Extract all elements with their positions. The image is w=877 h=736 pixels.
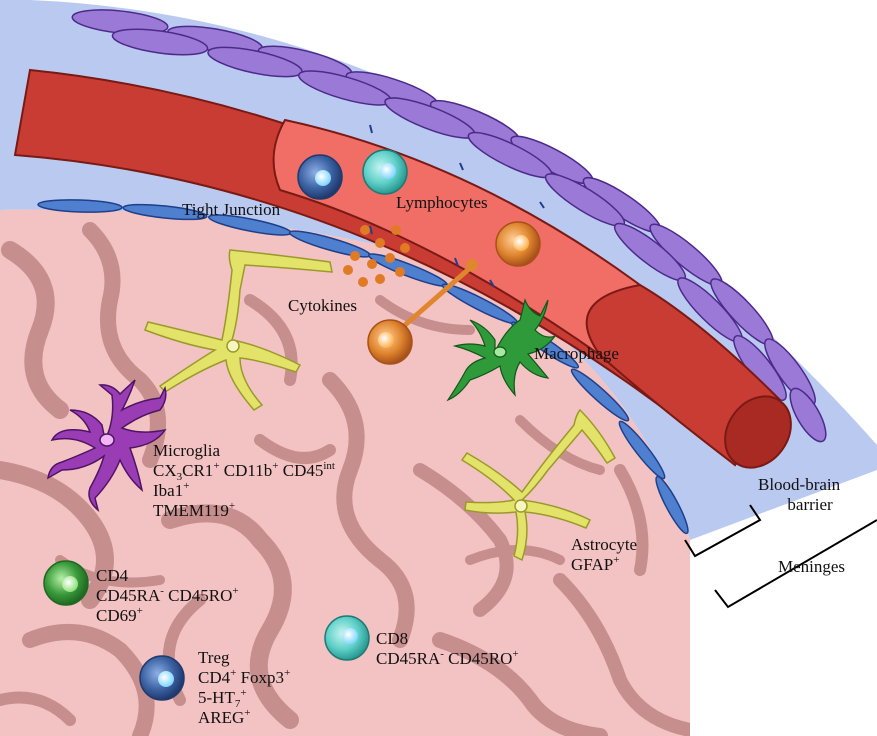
tight-junction-label: Tight Junction: [182, 200, 280, 220]
lymphocytes-label: Lymphocytes: [396, 193, 488, 213]
astrocyte-marker-1: GFAP+: [571, 555, 637, 575]
microglia-title: Microglia: [153, 441, 335, 461]
treg-cell-icon: [140, 656, 184, 700]
treg-label: Treg CD4+ Foxp3+ 5-HT7+ AREG+: [198, 648, 290, 728]
microglia-marker-2: Iba1+: [153, 481, 335, 501]
treg-marker-2: 5-HT7+: [198, 688, 290, 708]
cd8-cell-icon: [325, 616, 369, 660]
astrocyte-title: Astrocyte: [571, 535, 637, 555]
cd4-marker-1: CD45RA- CD45RO+: [96, 586, 239, 606]
microglia-marker-1: CX3CR1+ CD11b+ CD45int: [153, 461, 335, 481]
microglia-marker-3: TMEM119+: [153, 501, 335, 521]
treg-marker-1: CD4+ Foxp3+: [198, 668, 290, 688]
astrocyte-label: Astrocyte GFAP+: [571, 535, 637, 575]
treg-marker-3: AREG+: [198, 708, 290, 728]
lymphocyte-icon: [363, 150, 407, 194]
cd4-label: CD4 CD45RA- CD45RO+ CD69+: [96, 566, 239, 626]
cd8-label: CD8 CD45RA- CD45RO+: [376, 629, 519, 669]
cd4-title: CD4: [96, 566, 239, 586]
cd4-marker-2: CD69+: [96, 606, 239, 626]
cd8-marker-1: CD45RA- CD45RO+: [376, 649, 519, 669]
microglia-label: Microglia CX3CR1+ CD11b+ CD45int Iba1+ T…: [153, 441, 335, 521]
cd4-cell-icon: [44, 561, 88, 605]
lymphocyte-icon: [496, 222, 540, 266]
lymphocyte-icon: [298, 155, 342, 199]
cytokines-label: Cytokines: [288, 296, 357, 316]
treg-title: Treg: [198, 648, 290, 668]
bbb-label: Blood-brain barrier: [758, 475, 840, 515]
bbb-label-line1: Blood-brain: [758, 475, 840, 495]
macrophage-label: Macrophage: [534, 344, 619, 364]
cd8-title: CD8: [376, 629, 519, 649]
meninges-label: Meninges: [778, 557, 845, 577]
bbb-label-line2: barrier: [758, 495, 840, 515]
